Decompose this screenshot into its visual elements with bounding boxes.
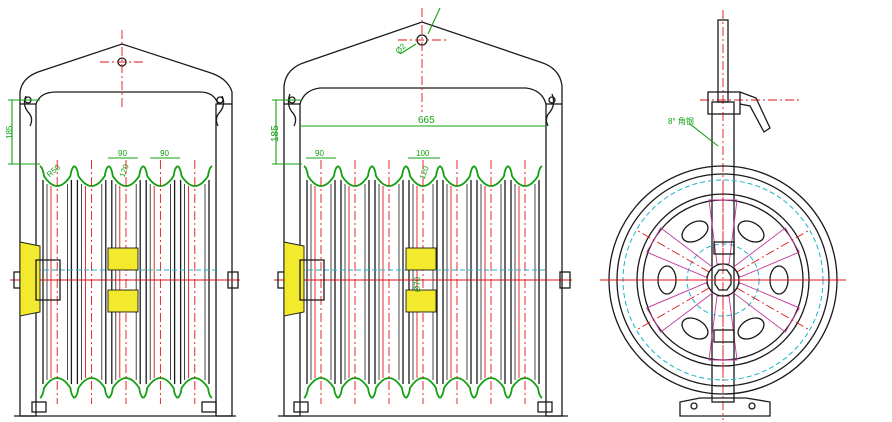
left-axle-nut-right	[227, 271, 239, 289]
sheave	[303, 160, 339, 404]
sheave	[108, 160, 144, 404]
middle-inner-arch	[299, 87, 547, 105]
left-bearing-center-top	[107, 247, 139, 271]
middle-front-view: Ø2 665 185 90 100 120 Ø70	[270, 7, 572, 417]
left-inner-arch	[35, 91, 219, 105]
wheel-spoke	[646, 282, 713, 333]
left-dim-pitch-b: 90	[160, 149, 169, 158]
right-hook-arm	[739, 91, 771, 133]
sheave	[337, 160, 373, 404]
wheel-window	[681, 317, 709, 340]
right-base	[679, 397, 771, 417]
sheave	[371, 160, 407, 404]
middle-bearing-left	[283, 241, 305, 317]
middle-foot-left	[293, 401, 309, 413]
middle-dim-pitch-a: 90	[315, 149, 324, 158]
left-post-right	[215, 103, 233, 417]
wheel-spoke	[646, 227, 713, 278]
middle-bearing-center-top	[405, 247, 437, 271]
left-dim-height: 185	[5, 125, 14, 139]
middle-sheave-stack	[303, 160, 543, 404]
middle-axle-nut-right	[559, 271, 571, 289]
middle-dim-pitch-b: 100	[416, 149, 430, 158]
middle-dim-groove: 120	[418, 164, 431, 180]
middle-dim-bore: Ø70	[413, 276, 422, 292]
left-arch-frame	[19, 43, 233, 104]
wheel-spoke	[733, 227, 800, 278]
wheel-window	[737, 220, 765, 243]
left-foot-left	[31, 401, 47, 413]
left-front-view: 185 90 90 120 R50	[5, 30, 240, 417]
middle-foot-right	[537, 401, 553, 413]
middle-dim-width: 665	[418, 115, 435, 126]
sheave	[507, 160, 543, 404]
right-hub-nut	[714, 269, 732, 291]
right-side-view: 8° 角钢	[600, 10, 846, 420]
wheel-window	[681, 220, 709, 243]
left-dim-pitch-a: 90	[118, 149, 127, 158]
right-dim-angle: 8° 角钢	[668, 116, 694, 126]
sheave	[439, 160, 475, 404]
left-bearing-left	[19, 241, 41, 317]
middle-post-right	[545, 103, 563, 417]
left-sheave-stack	[39, 160, 213, 404]
sheave	[142, 160, 179, 404]
sheave	[73, 160, 110, 404]
right-top-clamp	[707, 91, 741, 115]
left-dim-wheel: R50	[45, 162, 62, 179]
sheave	[473, 160, 509, 404]
sheave	[177, 160, 213, 404]
wheel-spoke	[733, 282, 800, 333]
wheel-window	[737, 317, 765, 340]
left-foot-right	[201, 401, 217, 413]
middle-dim-height: 185	[270, 125, 281, 142]
left-dim-groove: 120	[118, 162, 131, 178]
sheave	[39, 160, 75, 404]
middle-arch-frame	[283, 21, 563, 104]
sheave	[405, 160, 441, 404]
middle-bearing-center-bottom	[405, 289, 437, 313]
left-bearing-center-bottom	[107, 289, 139, 313]
middle-dim-hook: Ø2	[394, 41, 408, 55]
middle-hook-right	[545, 93, 555, 127]
